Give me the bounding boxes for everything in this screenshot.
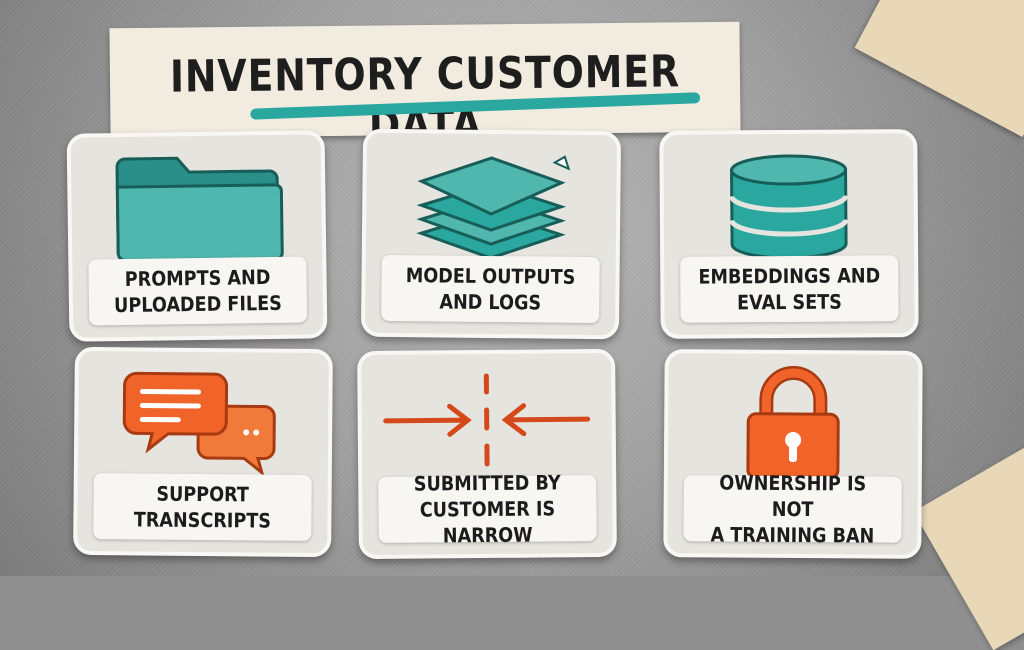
card-label-box: MODEL OUTPUTS AND LOGS [381,255,600,323]
card-support-transcripts: SUPPORT TRANSCRIPTS [73,347,333,557]
card-label-box: EMBEDDINGS AND EVAL SETS [680,255,898,323]
card-label: EMBEDDINGS AND EVAL SETS [693,262,885,315]
card-embeddings: EMBEDDINGS AND EVAL SETS [659,129,918,339]
card-label-box: OWNERSHIP IS NOT A TRAINING BAN [683,475,901,543]
card-label: OWNERSHIP IS NOT A TRAINING BAN [696,469,888,548]
chat-bubbles-icon [78,359,329,483]
card-label: PROMPTS AND UPLOADED FILES [101,264,294,319]
title-banner: INVENTORY CUSTOMER DATA [109,22,740,139]
card-label-box: SUPPORT TRANSCRIPTS [93,473,312,541]
card-prompts-files: PROMPTS AND UPLOADED FILES [67,130,328,342]
card-label-box: SUBMITTED BY CUSTOMER IS NARROW [378,475,597,543]
card-ownership: OWNERSHIP IS NOT A TRAINING BAN [663,349,922,559]
card-label: SUPPORT TRANSCRIPTS [106,480,298,534]
converging-arrows-icon [361,361,612,485]
folder-icon [71,142,323,267]
padlock-icon [668,361,919,485]
card-model-outputs: MODEL OUTPUTS AND LOGS [361,129,621,340]
database-icon [663,141,914,265]
card-label: MODEL OUTPUTS AND LOGS [394,262,586,316]
card-label-box: PROMPTS AND UPLOADED FILES [88,256,307,325]
document-stack-icon [366,141,617,266]
card-submitted-by-customer: SUBMITTED BY CUSTOMER IS NARROW [357,349,617,559]
card-label: SUBMITTED BY CUSTOMER IS NARROW [391,469,584,549]
